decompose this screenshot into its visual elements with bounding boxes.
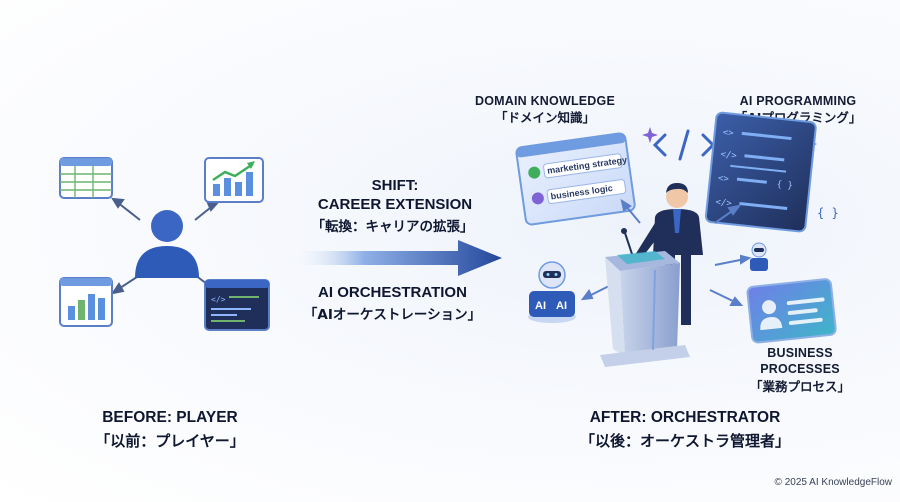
small-robot-icon	[750, 242, 768, 271]
robot-label-right: AI	[556, 300, 567, 312]
business-processes-subtitle: 「業務プロセス」	[749, 379, 850, 394]
orchestration-subtitle: 「AIオーケストレーション」	[303, 307, 482, 323]
curly-brace-icon: { }	[817, 206, 839, 220]
shift-title-line2: CAREER EXTENSION	[317, 196, 473, 213]
before-player-illustration: </>	[59, 157, 270, 331]
robot-icon: AI AI	[528, 261, 576, 323]
after-subtitle: 「以後：オーケストラ管理者」	[579, 432, 790, 450]
after-title: AFTER: ORCHESTRATOR	[589, 409, 781, 426]
shift-subtitle: 「転換：キャリアの拡張」	[311, 219, 474, 235]
ai-programming-title: AI PROGRAMMING	[739, 94, 857, 108]
bar-chart-icon	[59, 277, 113, 327]
svg-text:</>: </>	[211, 295, 226, 304]
domain-knowledge-panel: marketing strategy business logic	[515, 132, 636, 226]
robot-label-left: AI	[535, 300, 546, 312]
ai-programming-panel: <> </> <> </> { }	[704, 111, 817, 233]
growth-chart-icon	[204, 157, 264, 203]
before-title: BEFORE: PLAYER	[102, 409, 238, 426]
orchestrator-illustration: marketing strategy business logic <> </>…	[515, 111, 839, 367]
before-subtitle: 「以前：プレイヤー」	[95, 432, 245, 450]
code-window-icon: </>	[204, 279, 270, 331]
svg-text:</>: </>	[720, 150, 738, 162]
code-brackets-icon	[652, 129, 716, 161]
svg-text:</>: </>	[715, 197, 733, 209]
domain-knowledge-subtitle: 「ドメイン知識」	[494, 110, 595, 125]
orchestration-title: AI ORCHESTRATION	[318, 284, 467, 301]
business-processes-panel	[746, 278, 837, 344]
copyright: © 2025 AI KnowledgeFlow	[774, 477, 892, 488]
podium-icon	[600, 228, 690, 367]
business-processes-title-line1: BUSINESS	[767, 346, 833, 360]
spreadsheet-icon	[59, 157, 113, 199]
business-processes-title-line2: PROCESSES	[760, 362, 840, 376]
svg-text:{ }: { }	[776, 180, 793, 192]
svg-text:<>: <>	[722, 128, 734, 139]
shift-arrow	[290, 240, 502, 276]
shift-title-line1: SHIFT:	[371, 177, 419, 194]
person-icon	[135, 210, 199, 278]
svg-text:<>: <>	[717, 174, 729, 185]
domain-knowledge-title: DOMAIN KNOWLEDGE	[475, 94, 615, 108]
